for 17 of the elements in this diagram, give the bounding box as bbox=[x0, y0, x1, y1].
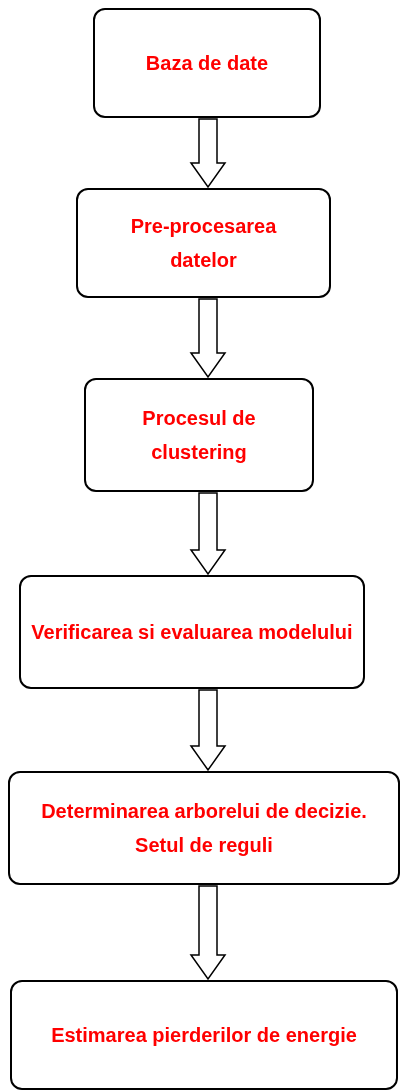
step-label: Pre-procesarea datelor bbox=[129, 214, 278, 273]
process-box bbox=[10, 980, 398, 1090]
process-box bbox=[8, 771, 400, 885]
step-label: Estimarea pierderilor de energie bbox=[51, 1023, 357, 1048]
hollow-arrow bbox=[189, 492, 227, 576]
hollow-arrow bbox=[189, 118, 227, 189]
process-box bbox=[93, 8, 321, 118]
hollow-arrow bbox=[189, 298, 227, 379]
step-label: Determinarea arborelui de decizie. Setul de reguli bbox=[40, 799, 368, 858]
hollow-arrow bbox=[189, 885, 227, 981]
process-box bbox=[19, 575, 365, 689]
process-box bbox=[84, 378, 314, 492]
step-label: Baza de date bbox=[145, 51, 269, 76]
hollow-arrow bbox=[189, 689, 227, 772]
process-box bbox=[76, 188, 331, 298]
step-label: Verificarea si evaluarea modelului bbox=[31, 620, 353, 645]
step-label: Procesul de clustering bbox=[141, 406, 257, 465]
